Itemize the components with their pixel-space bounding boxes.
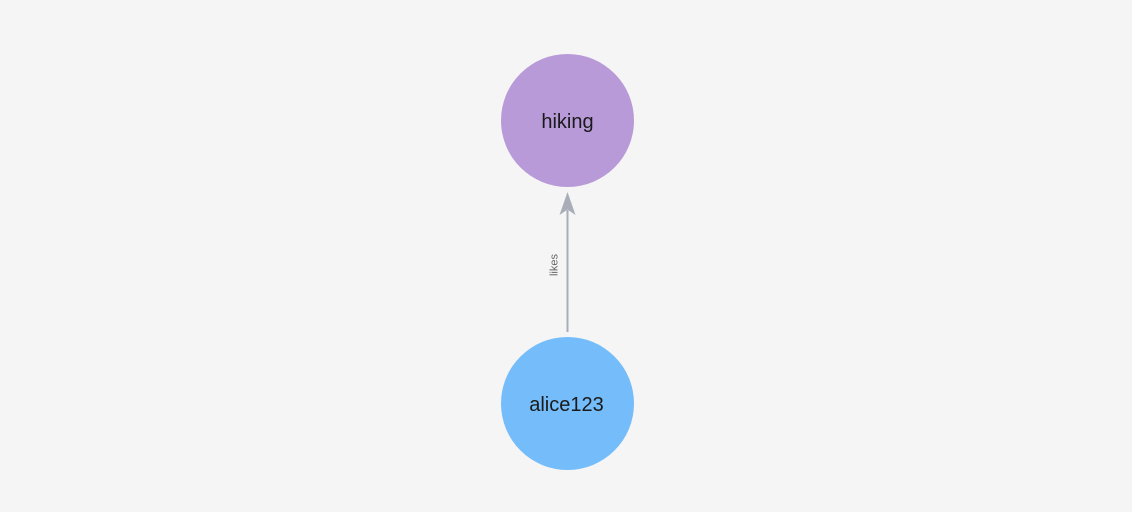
- arrowhead-icon: [559, 192, 576, 215]
- graph-node-hiking[interactable]: hiking: [501, 54, 634, 187]
- node-label: hiking: [541, 110, 594, 133]
- node-label: alice123: [529, 393, 604, 416]
- edge-label-likes: likes: [548, 253, 561, 277]
- graph-node-alice123[interactable]: alice123: [501, 337, 634, 470]
